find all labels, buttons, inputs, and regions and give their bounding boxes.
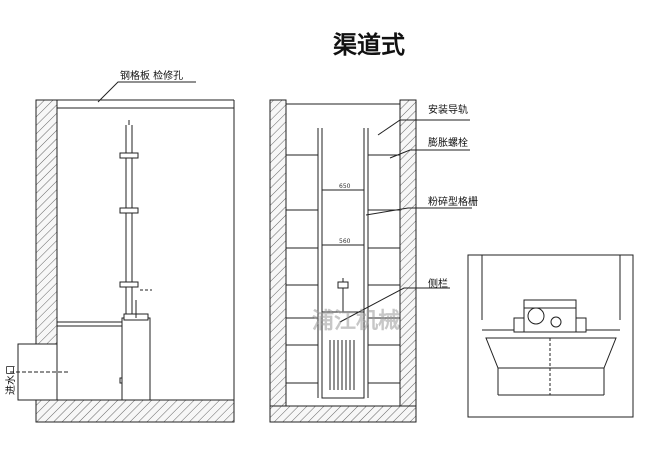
middle-channel-view <box>269 99 472 423</box>
grinder-body-front <box>321 311 365 399</box>
detail-hopper <box>485 337 617 369</box>
dim-width-outer: 650 <box>339 183 351 190</box>
left-section-view <box>10 81 235 423</box>
middle-left-wall <box>269 99 287 423</box>
label-inlet: 进水口 <box>5 365 17 395</box>
middle-right-wall <box>399 99 417 423</box>
label-grating-plate: 钢格板 检修孔 <box>120 69 183 82</box>
label-guide-rail: 安装导轨 <box>428 103 468 116</box>
watermark: 浦江机械 <box>312 308 400 334</box>
label-side-rail: 侧栏 <box>428 277 448 290</box>
detail-frame <box>467 254 634 418</box>
left-floor <box>35 399 235 423</box>
page-title: 渠道式 <box>333 31 405 59</box>
grinder-body-side <box>121 317 151 401</box>
dim-width-inner: 560 <box>339 238 351 245</box>
label-crusher-grille: 粉碎型格栅 <box>428 195 478 208</box>
right-detail-view <box>467 254 634 418</box>
label-expansion-bolt: 膨胀螺栓 <box>428 136 468 149</box>
middle-floor <box>269 405 417 423</box>
left-wall <box>35 99 58 345</box>
